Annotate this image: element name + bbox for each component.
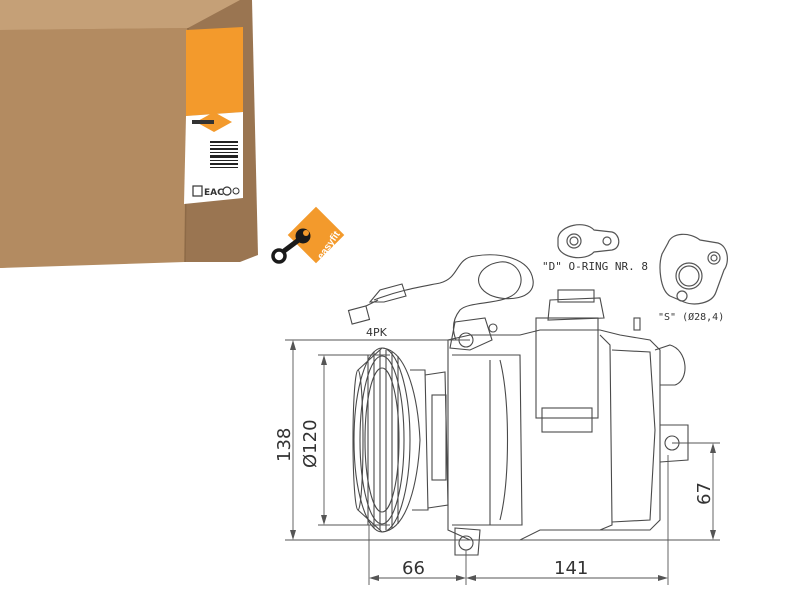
s-seal-drawing <box>659 233 728 305</box>
box-logo-icon <box>192 112 232 132</box>
pulley-offset-label: 66 <box>402 558 425 579</box>
pulley <box>353 347 429 533</box>
d-oring-label: "D" O-RING NR. 8 <box>542 260 648 273</box>
wrench-icon <box>271 228 311 264</box>
easyfit-badge: easyfit <box>271 206 345 264</box>
barcode-icon <box>210 140 238 168</box>
sensor-wire <box>373 254 534 341</box>
sensor-connector <box>368 283 407 303</box>
compressor-body <box>447 289 689 556</box>
s-seal-label: "S" (Ø28,4) <box>658 311 724 323</box>
box-label-orange <box>186 27 243 116</box>
svg-text:EAC: EAC <box>204 188 224 198</box>
dimension-lines <box>285 339 720 585</box>
compressor-drawing <box>347 254 689 556</box>
d-oring-drawing <box>557 224 620 259</box>
mount-height-label: 67 <box>694 482 715 505</box>
cardboard-box: EAC <box>0 0 258 268</box>
overall-height-label: 138 <box>274 428 295 462</box>
belt-label: 4PK <box>366 326 388 339</box>
pulley-diameter-label: Ø120 <box>300 419 321 468</box>
body-length-label: 141 <box>554 558 588 579</box>
certification-marks-icon: EAC <box>192 185 240 198</box>
